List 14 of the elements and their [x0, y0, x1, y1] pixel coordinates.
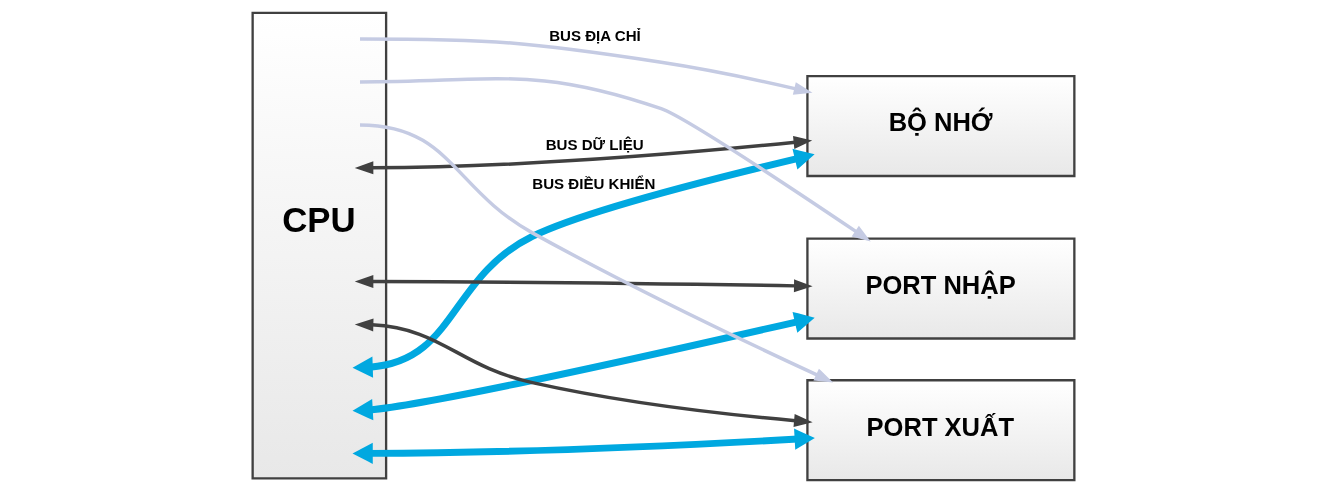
arrow — [354, 275, 813, 293]
node-box: BỘ NHỚ — [805, 75, 1075, 178]
edge-label: BUS DỮ LIỆU — [545, 135, 644, 153]
node-box: PORT NHẬP — [805, 237, 1075, 340]
arrow — [359, 123, 833, 383]
arrow — [352, 148, 815, 378]
arrow — [359, 77, 871, 242]
arrow — [352, 428, 815, 464]
node-box: CPU — [251, 11, 387, 480]
arrow — [354, 135, 812, 175]
edge-label: BUS ĐIỀU KHIỂN — [531, 175, 656, 193]
edge-label: BUS ĐỊA CHỈ — [548, 26, 641, 44]
node-box: PORT XUẤT — [805, 379, 1075, 482]
arrow — [359, 37, 812, 95]
